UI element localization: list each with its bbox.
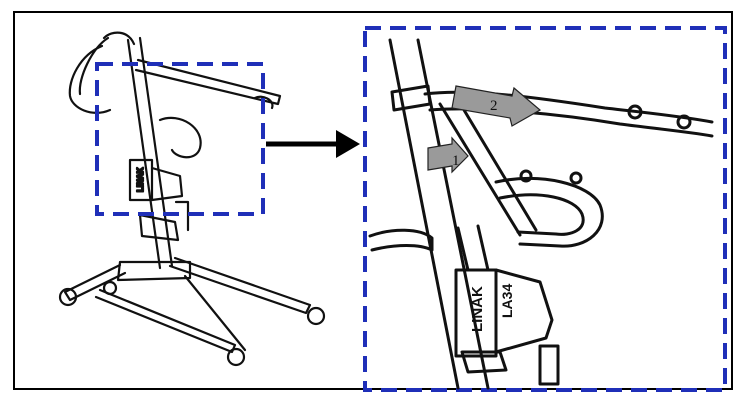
callout-box-small (95, 62, 265, 216)
step-1-arrow: 1 (427, 136, 469, 174)
detail-motor-housing (494, 268, 554, 354)
arrow-right-icon (266, 130, 360, 158)
wheel-front (226, 347, 246, 367)
detail-handle-stub (390, 84, 432, 112)
lift-arm (102, 31, 282, 106)
callout-box-large (363, 26, 727, 392)
mast (126, 36, 174, 270)
patient-lift-overview: LINAK (58, 31, 326, 367)
detail-arm-knob-1 (627, 104, 643, 120)
base-cross-bar (94, 288, 237, 354)
figure-frame (13, 11, 733, 390)
base-leg-front (168, 256, 312, 315)
motor-brand-large: LINAK (469, 286, 486, 332)
base-front-arm (183, 274, 247, 352)
base-leg-rear (63, 263, 127, 302)
motor-model-large: LA34 (499, 284, 515, 318)
motor-body-small (128, 158, 154, 202)
detail-arm-knob-2 (676, 114, 692, 130)
motor-brand-small: LINAK (136, 167, 145, 192)
motor-housing-small (150, 166, 184, 202)
step-2-arrow: 2 (451, 85, 542, 127)
detail-bracket (538, 344, 560, 386)
brake-pedal (174, 200, 190, 232)
detail-motor-body (454, 268, 498, 358)
arm-hook (253, 95, 274, 110)
detail-brace (438, 98, 538, 237)
base-spine (116, 260, 192, 282)
step-1-number: 1 (452, 153, 460, 169)
push-handle (68, 36, 112, 114)
detail-motor-cap (460, 350, 508, 374)
foot-plate (138, 213, 180, 242)
step-2-number: 2 (490, 98, 498, 114)
detail-knob-b (569, 171, 583, 185)
wheel-rear-right (306, 306, 326, 326)
detail-knob-a (519, 169, 533, 183)
patient-lift-detail (368, 38, 714, 390)
detail-side-handle (368, 228, 434, 252)
wheel-mid (102, 280, 118, 296)
detail-actuator-rod (456, 224, 490, 272)
detail-knee-bar (494, 176, 604, 248)
arrow-icon (427, 136, 469, 174)
arrow-icon (451, 85, 542, 127)
wheel-rear-left (58, 287, 78, 307)
knee-pad-bar (158, 116, 202, 159)
